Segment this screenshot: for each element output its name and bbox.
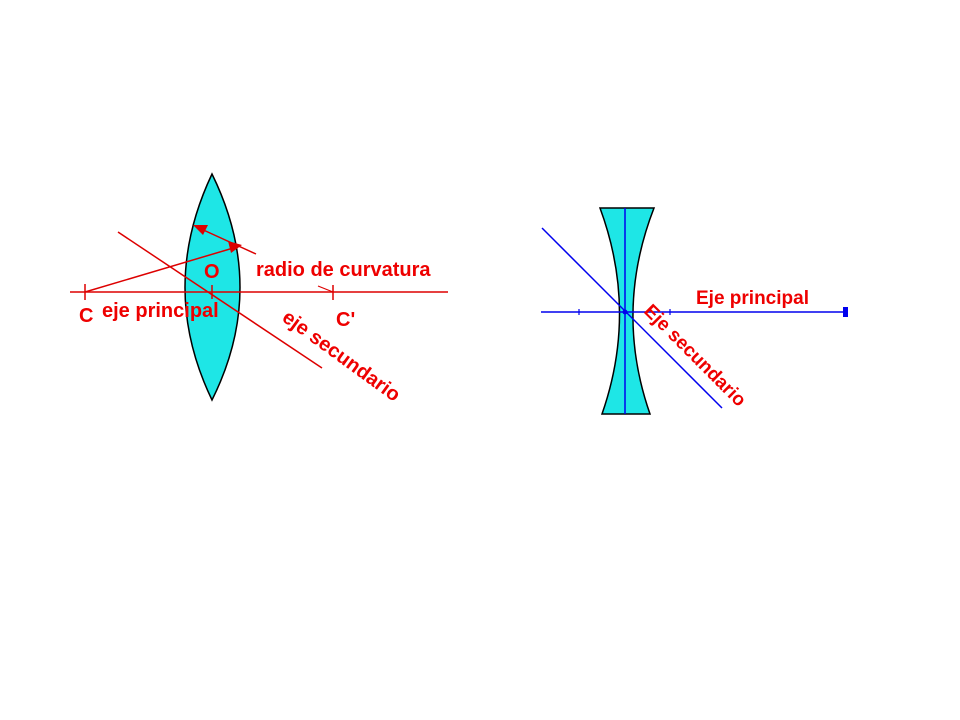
- label-center-o: O: [204, 261, 220, 283]
- label-radius-of-curvature: radio de curvatura: [256, 259, 431, 281]
- thickness-arrow: [198, 227, 257, 255]
- radius-arrowhead: [228, 241, 242, 253]
- label-point-c-prime: C': [336, 309, 355, 331]
- radius-pointer: [317, 285, 334, 293]
- radius-line: [84, 245, 241, 293]
- axis-end-marker: [843, 307, 848, 317]
- label-convex-main-axis: eje principal: [102, 300, 219, 322]
- concave-optical-center: [622, 309, 628, 315]
- concave-secondary-axis: [541, 227, 723, 409]
- convex-lens-figure: O radio de curvatura C C' eje principal …: [70, 172, 448, 406]
- label-concave-main-axis: Eje principal: [696, 288, 809, 309]
- convex-secondary-axis: [117, 231, 323, 369]
- concave-lens-figure: Eje principal Eje secundario: [541, 207, 848, 415]
- thickness-arrowhead: [193, 225, 208, 235]
- label-concave-secondary-axis: Eje secundario: [639, 301, 749, 411]
- label-point-c: C: [79, 305, 93, 327]
